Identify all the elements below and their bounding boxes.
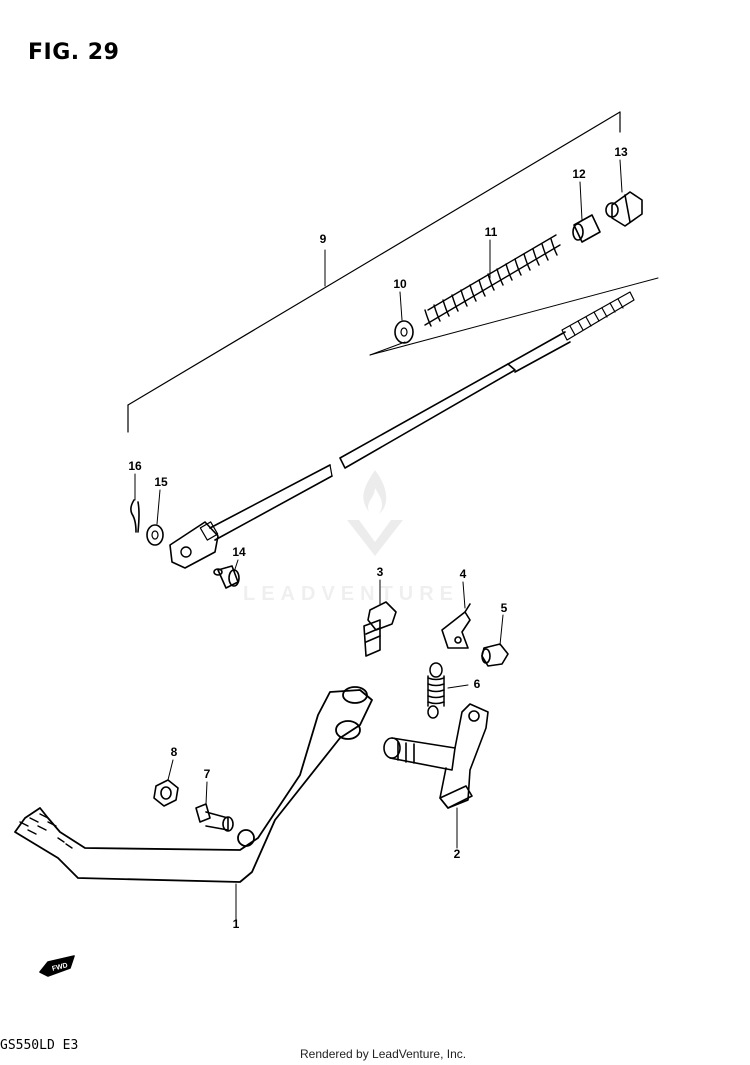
cotter-pin-16 [130,499,140,533]
callout-16: 16 [128,459,142,473]
watermark-logo [347,470,403,556]
spring-hanger-4 [441,603,471,649]
return-spring-6 [427,662,445,719]
render-credit: Rendered by LeadVenture, Inc. [300,1047,467,1061]
callout-12: 12 [572,167,586,181]
fwd-arrow-icon [39,955,75,977]
callout-10: 10 [393,277,407,291]
callout-6: 6 [474,677,481,691]
callout-13: 13 [614,145,628,159]
callout-4: 4 [460,567,467,581]
leader-lines [134,159,623,921]
pivot-bolt-7 [195,803,234,832]
nut-8 [153,779,179,807]
spring-11 [424,234,561,327]
brake-rod [169,291,635,569]
bolt-3 [363,601,397,657]
model-code: GS550LD E3 [0,1038,79,1053]
fwd-label: FWD [51,962,68,973]
joint-12 [572,214,601,243]
callout-15: 15 [154,475,168,489]
bolt-5 [481,643,509,667]
callout-8: 8 [171,745,178,759]
adjust-nut-13 [605,191,643,227]
washer-15 [146,524,164,546]
clevis-pin-14 [213,565,240,589]
callout-3: 3 [377,565,384,579]
callout-2: 2 [454,847,461,861]
callout-14: 14 [232,545,246,559]
brake-shaft-2 [383,703,489,809]
washer-10 [394,320,414,344]
callout-5: 5 [501,601,508,615]
callout-11: 11 [485,225,498,239]
callout-labels: 1 2 3 4 5 6 7 8 9 10 11 12 13 14 15 16 F… [51,145,628,973]
rod-assembly-bracket [127,111,659,433]
callout-9: 9 [320,232,327,246]
watermark-text: LEADVENTURE [243,583,460,605]
callout-7: 7 [204,767,211,781]
figure-title: FIG. 29 [28,40,120,65]
brake-pedal-1 [14,686,373,883]
callout-1: 1 [233,917,240,931]
